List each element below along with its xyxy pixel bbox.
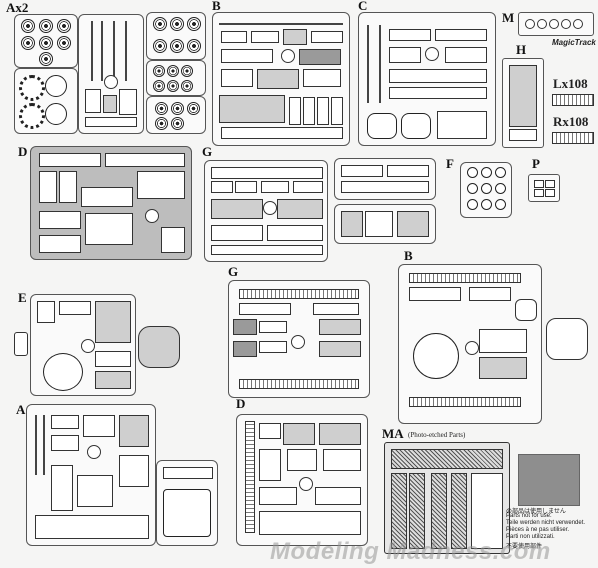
notice-en: Parts not for use. xyxy=(506,513,552,519)
return-roller-icon xyxy=(167,80,179,92)
sprue-small-lower xyxy=(334,204,436,244)
sprue-label-d-left: D xyxy=(18,144,28,159)
sprue-d-left xyxy=(30,146,192,260)
sprue-gate-icon xyxy=(281,49,295,63)
road-wheel-icon xyxy=(155,117,168,130)
road-wheel-icon xyxy=(170,39,184,53)
return-roller-icon xyxy=(181,80,193,92)
sprocket-icon xyxy=(19,75,45,101)
hatch-ring-icon xyxy=(413,333,459,379)
sprue-m xyxy=(518,12,594,36)
road-wheel-icon xyxy=(21,19,35,33)
sprue-label-d-bottom: D xyxy=(236,396,246,411)
notice-fr: Pièces à ne pas utiliser. xyxy=(506,527,570,533)
return-roller-icon xyxy=(167,65,179,77)
hatch-ring-icon xyxy=(163,489,211,537)
sprue-h xyxy=(502,58,544,148)
road-wheel-icon xyxy=(153,39,167,53)
sprue-small-upper xyxy=(334,158,436,200)
sprue-gate-icon xyxy=(465,341,479,355)
notice-cn: 不要使用部件 xyxy=(506,544,543,550)
road-wheel-icon xyxy=(170,17,184,31)
sprue-gate-icon xyxy=(299,477,313,491)
road-wheel-icon xyxy=(39,52,53,66)
sprue-g-center xyxy=(228,280,370,398)
sprue-a-small-wheels xyxy=(146,60,206,96)
track-right-label: Rx108 xyxy=(553,114,589,129)
road-wheel-icon xyxy=(155,102,168,115)
sprue-a-wheels-upper xyxy=(14,14,78,68)
sprue-label-p: P xyxy=(532,156,540,171)
notice-jp: の部品は使用しません xyxy=(506,509,566,515)
sprue-label-e: E xyxy=(18,290,27,305)
idler-wheel-icon xyxy=(45,103,67,125)
sprue-label-ma: MA xyxy=(382,426,404,441)
sprue-gate-icon xyxy=(425,47,439,61)
notice-it: Parti non utilizzati. xyxy=(506,534,555,540)
sprue-b-top xyxy=(212,12,350,146)
sprue-gate-icon xyxy=(145,209,159,223)
return-roller-icon xyxy=(153,80,165,92)
sprue-label-c-top: C xyxy=(358,0,368,13)
track-link-right-icon xyxy=(552,132,594,144)
road-wheel-icon xyxy=(39,36,53,50)
not-for-use-swatch xyxy=(518,454,580,506)
sprue-label-h: H xyxy=(516,42,527,57)
sprue-label-b-right: B xyxy=(404,248,413,263)
road-wheel-icon xyxy=(187,17,201,31)
sprocket-icon xyxy=(19,103,45,129)
side-part xyxy=(14,332,28,356)
sprue-a-bottom xyxy=(26,404,156,546)
photo-etched-fret xyxy=(384,442,510,554)
sprue-a-hull-parts xyxy=(78,14,144,134)
idler-wheel-icon xyxy=(45,75,67,97)
sprue-label-a: A xyxy=(16,402,26,417)
road-wheel-icon xyxy=(187,102,200,115)
magic-track-logo: MagicTrack xyxy=(552,38,596,47)
sprue-label-f: F xyxy=(446,156,454,171)
track-left-label: Lx108 xyxy=(553,76,588,91)
road-wheel-icon xyxy=(187,39,201,53)
return-roller-icon xyxy=(153,65,165,77)
sprue-d-bottom xyxy=(236,414,368,546)
sprue-b-right xyxy=(398,264,542,424)
sprue-a-wheels-right xyxy=(146,12,206,60)
sprue-a-rollers xyxy=(146,96,206,134)
sprue-gate-icon xyxy=(263,201,277,215)
sprue-a-bottom-right xyxy=(156,460,218,546)
sprue-a-sprockets xyxy=(14,68,78,134)
sprue-gate-icon xyxy=(291,335,305,349)
sprue-gate-icon xyxy=(87,445,101,459)
photo-etched-note: (Photo-etched Parts) xyxy=(408,431,466,439)
track-link-left-icon xyxy=(552,94,594,106)
sprue-label-ax2: Ax2 xyxy=(6,0,29,15)
return-roller-icon xyxy=(181,65,193,77)
sprue-e xyxy=(30,294,136,396)
notice-de: Teile werden nicht verwendet. xyxy=(506,520,586,526)
sprue-gate-icon xyxy=(81,339,95,353)
road-wheel-icon xyxy=(171,117,184,130)
road-wheel-icon xyxy=(153,17,167,31)
hatch-ring-icon xyxy=(43,353,83,391)
sprue-label-g-center: G xyxy=(228,264,239,279)
road-wheel-icon xyxy=(21,36,35,50)
sprue-label-b-top: B xyxy=(212,0,221,13)
watermark-text: Modeling Madness.com xyxy=(270,538,551,565)
sprue-p xyxy=(528,174,560,202)
road-wheel-icon xyxy=(57,19,71,33)
sprue-label-g-mid: G xyxy=(202,144,213,159)
turret-part xyxy=(138,326,180,368)
mantlet-part xyxy=(546,318,588,360)
sprue-g-mid xyxy=(204,160,328,262)
sprue-c xyxy=(358,12,496,146)
road-wheel-icon xyxy=(171,102,184,115)
sprue-f xyxy=(460,162,512,218)
road-wheel-icon xyxy=(57,36,71,50)
sprue-label-m: M xyxy=(502,10,515,25)
road-wheel-icon xyxy=(39,19,53,33)
sprue-gate-icon xyxy=(104,75,118,89)
